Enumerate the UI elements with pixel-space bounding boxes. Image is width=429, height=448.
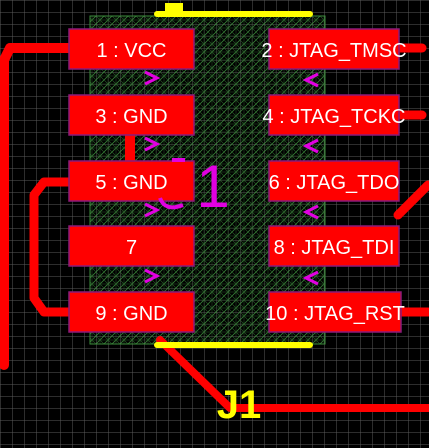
pad-p1[interactable]: 1 : VCC xyxy=(68,28,195,70)
pad-label: 6 : JTAG_TDO xyxy=(269,172,400,194)
pad-p8[interactable]: 8 : JTAG_TDI xyxy=(268,225,400,267)
pad-p4[interactable]: 4 : JTAG_TCKC xyxy=(263,94,406,136)
assembly-pin-markers xyxy=(144,70,319,286)
silkscreen-pin1-tab xyxy=(165,3,183,15)
assembly-pin1-number: 1 xyxy=(196,153,229,220)
trace-vcc xyxy=(0,43,75,370)
pad-label: 1 : VCC xyxy=(96,40,166,62)
pad-label: 5 : GND xyxy=(95,172,167,194)
pad-label: 4 : JTAG_TCKC xyxy=(263,106,406,128)
pad-label: 7 xyxy=(126,237,137,259)
pad-p7[interactable]: 7 xyxy=(68,225,195,267)
pad-label: 9 : GND xyxy=(95,303,167,325)
pad-p6[interactable]: 6 : JTAG_TDO xyxy=(268,160,400,202)
pad-p10[interactable]: 10 : JTAG_RST xyxy=(265,291,405,333)
pad-label: 10 : JTAG_RST xyxy=(265,303,405,325)
pad-p3[interactable]: 3 : GND xyxy=(68,94,195,136)
pad-label: 8 : JTAG_TDI xyxy=(274,237,395,259)
pad-p2[interactable]: 2 : JTAG_TMSC xyxy=(261,28,407,70)
pad-p9[interactable]: 9 : GND xyxy=(68,291,195,333)
pad-label: 2 : JTAG_TMSC xyxy=(261,40,406,62)
assembly-ref-fragment xyxy=(158,158,185,210)
copper-traces xyxy=(0,43,429,412)
pad-label: 3 : GND xyxy=(95,106,167,128)
trace-tdo xyxy=(393,180,429,220)
trace-gnd-5-9 xyxy=(29,177,75,317)
pad-p5[interactable]: 5 : GND xyxy=(68,160,195,202)
designator-label: J1 xyxy=(217,383,262,427)
trace-gnd-out xyxy=(156,336,429,412)
